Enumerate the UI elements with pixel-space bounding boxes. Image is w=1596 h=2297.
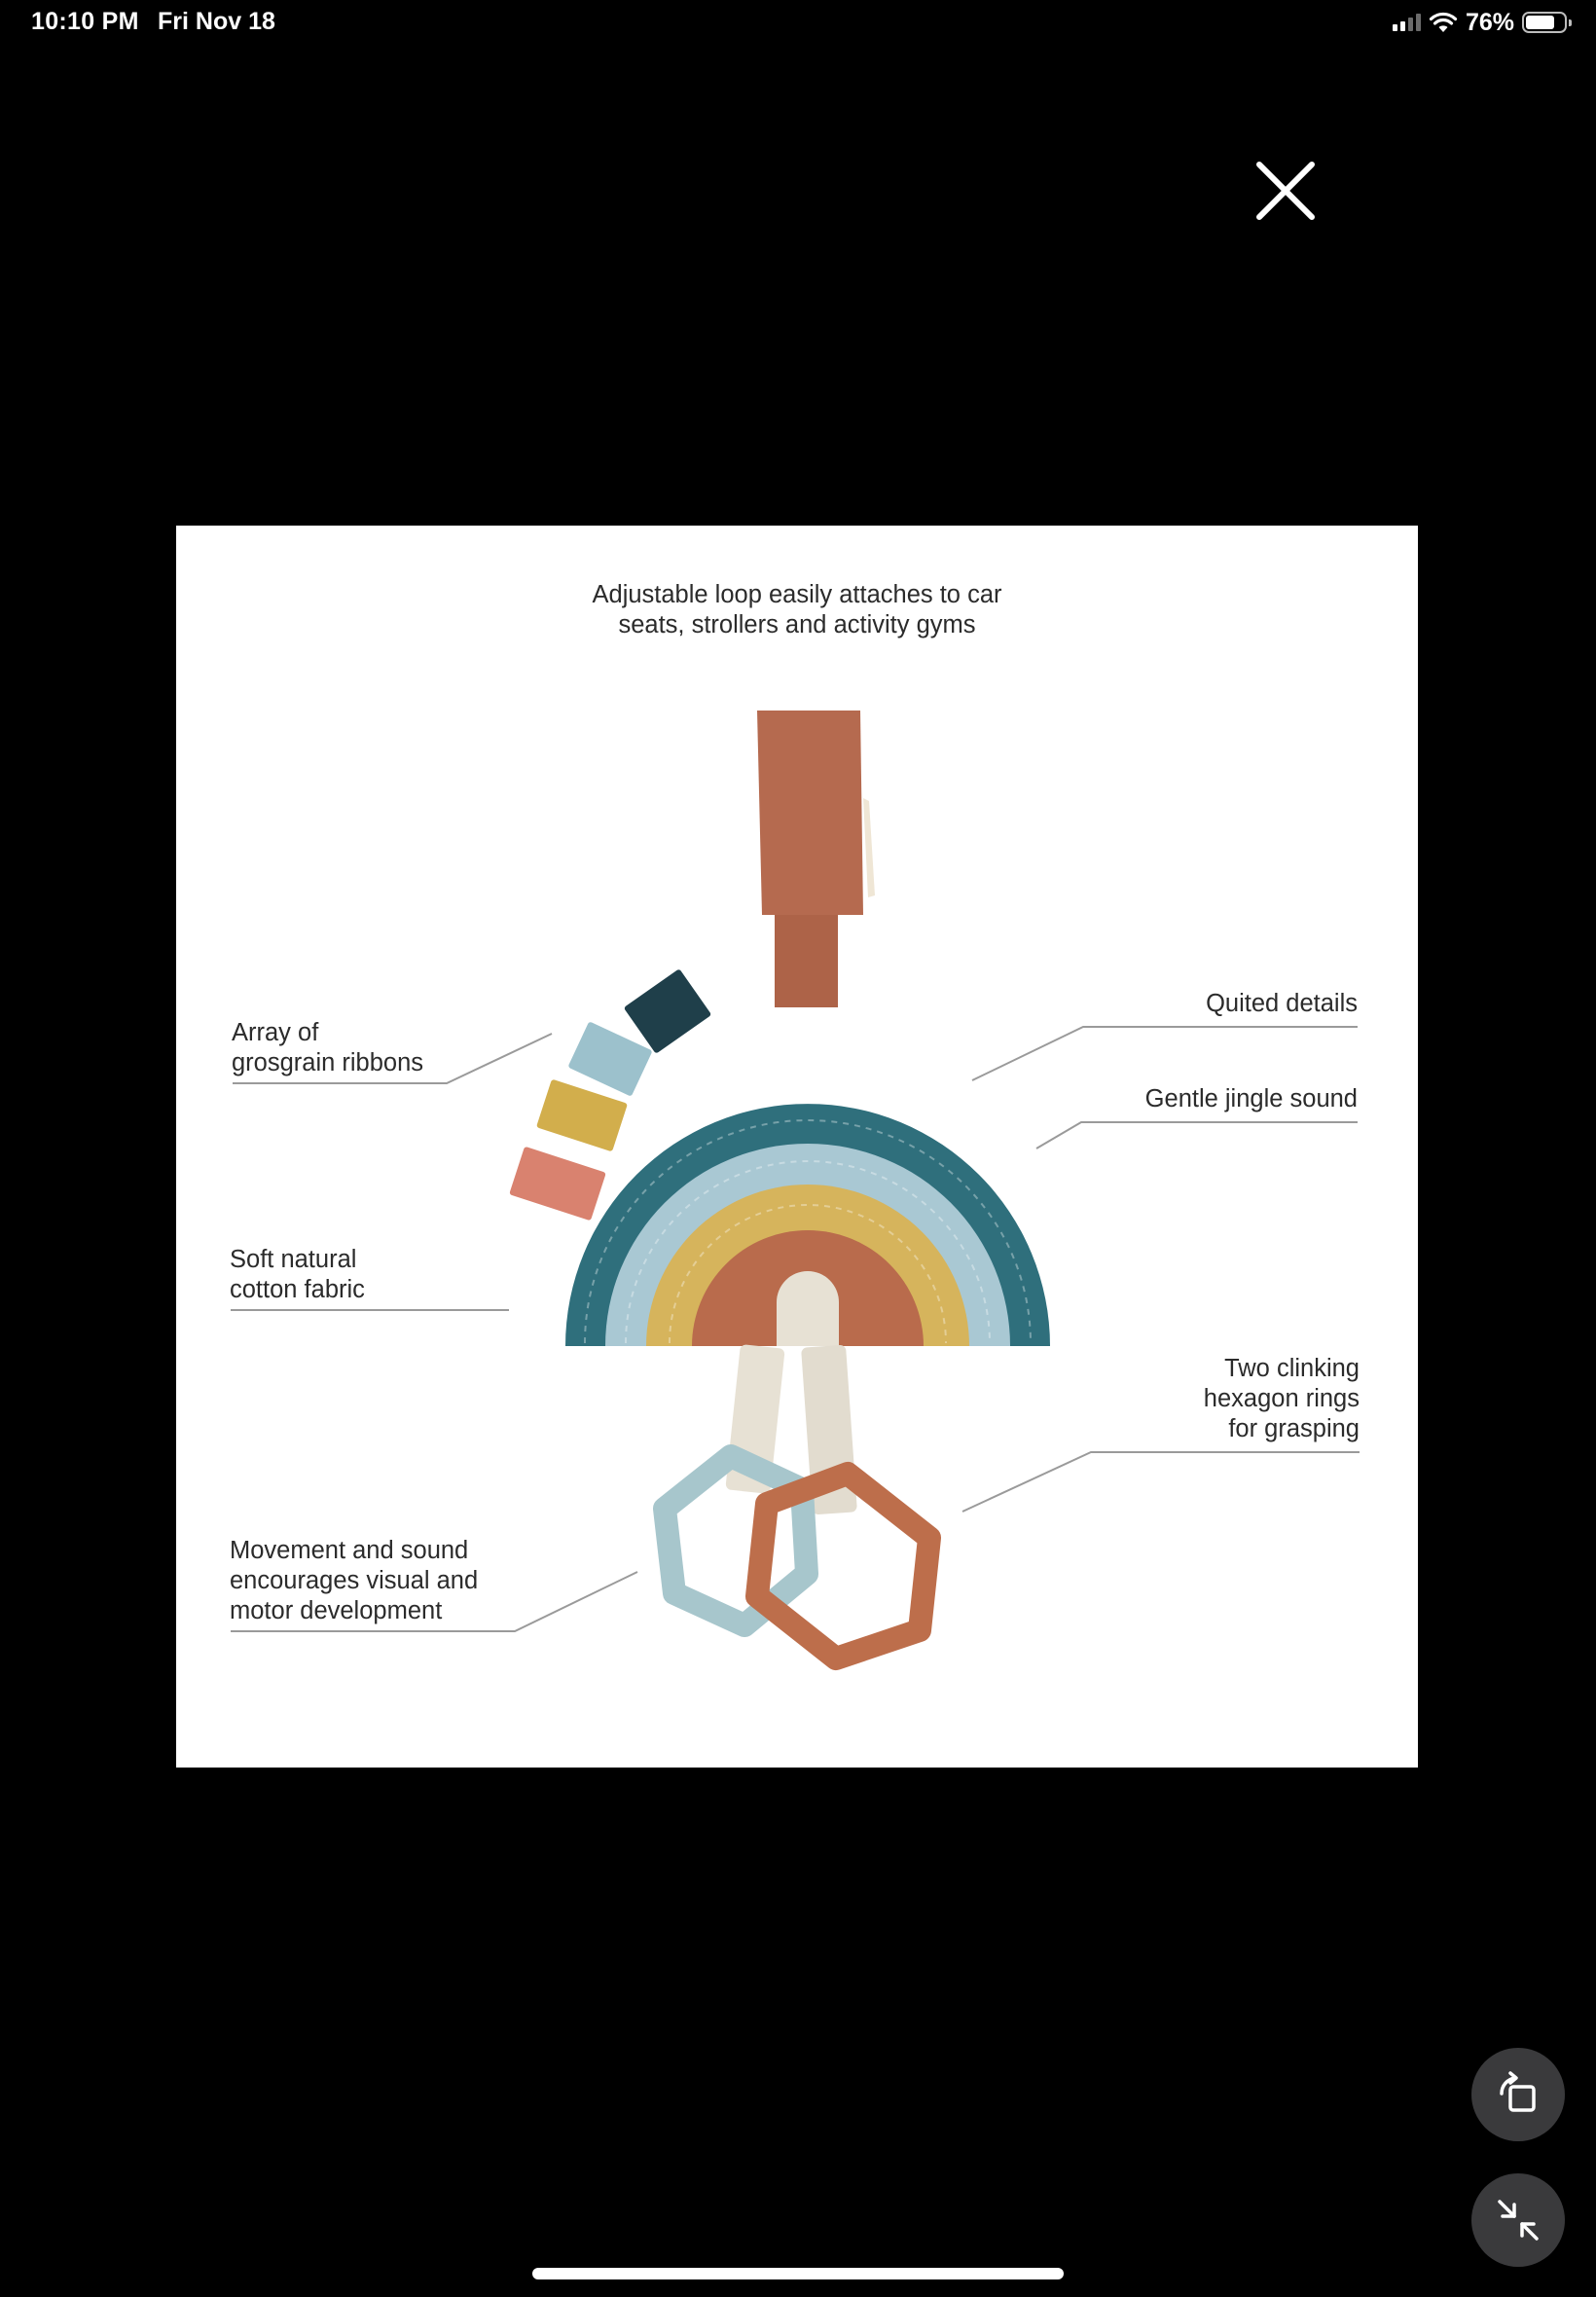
hexagon-ring-orange	[745, 1462, 941, 1670]
callout-ribbons: Array of grosgrain ribbons	[232, 1019, 424, 1076]
close-button[interactable]	[1255, 161, 1316, 221]
loop-strap-base	[775, 915, 838, 1007]
callout-jingle: Gentle jingle sound	[1144, 1085, 1358, 1112]
status-time: 10:10 PM	[31, 8, 139, 35]
status-bar: 10:10 PM Fri Nov 18 76%	[0, 0, 1596, 47]
leader-line-quilted	[971, 1026, 1358, 1081]
leader-line-movement	[231, 1571, 638, 1632]
product-image: Adjustable loop easily attaches to car s…	[176, 526, 1418, 1768]
leader-line-rings	[961, 1451, 1360, 1513]
battery-nub	[1569, 19, 1572, 26]
collapse-icon	[1498, 2200, 1539, 2241]
rainbow-center	[777, 1271, 839, 1346]
battery-fill	[1526, 16, 1554, 29]
leader-lines	[231, 1026, 1360, 1632]
status-date: Fri Nov 18	[158, 8, 275, 35]
rotate-icon	[1500, 2071, 1536, 2112]
callout-loop: Adjustable loop easily attaches to car s…	[592, 581, 1002, 638]
brand-tag	[863, 798, 875, 897]
rotate-button[interactable]	[1471, 2048, 1565, 2141]
home-indicator[interactable]	[532, 2268, 1064, 2279]
callout-movement: Movement and sound encourages visual and…	[230, 1537, 479, 1624]
callout-quilted: Quited details	[1206, 990, 1358, 1017]
quilted-stitching	[584, 1119, 1032, 1344]
leader-line-ribbons	[233, 1033, 553, 1084]
callout-fabric: Soft natural cotton fabric	[230, 1246, 365, 1303]
collapse-button[interactable]	[1471, 2173, 1565, 2267]
close-icon	[1256, 162, 1315, 220]
battery-icon	[1522, 12, 1572, 33]
ribbon-blue	[568, 1022, 652, 1096]
rainbow-toy-illustration	[231, 711, 1360, 1670]
ribbon-mustard	[536, 1079, 628, 1151]
status-indicators: 76%	[1392, 6, 1572, 39]
ribbon-pink	[509, 1147, 606, 1221]
callout-rings: Two clinking hexagon rings for grasping	[1203, 1355, 1360, 1442]
ribbon-navy	[624, 969, 711, 1053]
signal-icon	[1392, 14, 1421, 31]
battery-percent: 76%	[1465, 8, 1514, 36]
loop-strap	[757, 711, 863, 915]
wifi-icon	[1429, 12, 1458, 32]
leader-line-jingle	[1035, 1121, 1358, 1149]
